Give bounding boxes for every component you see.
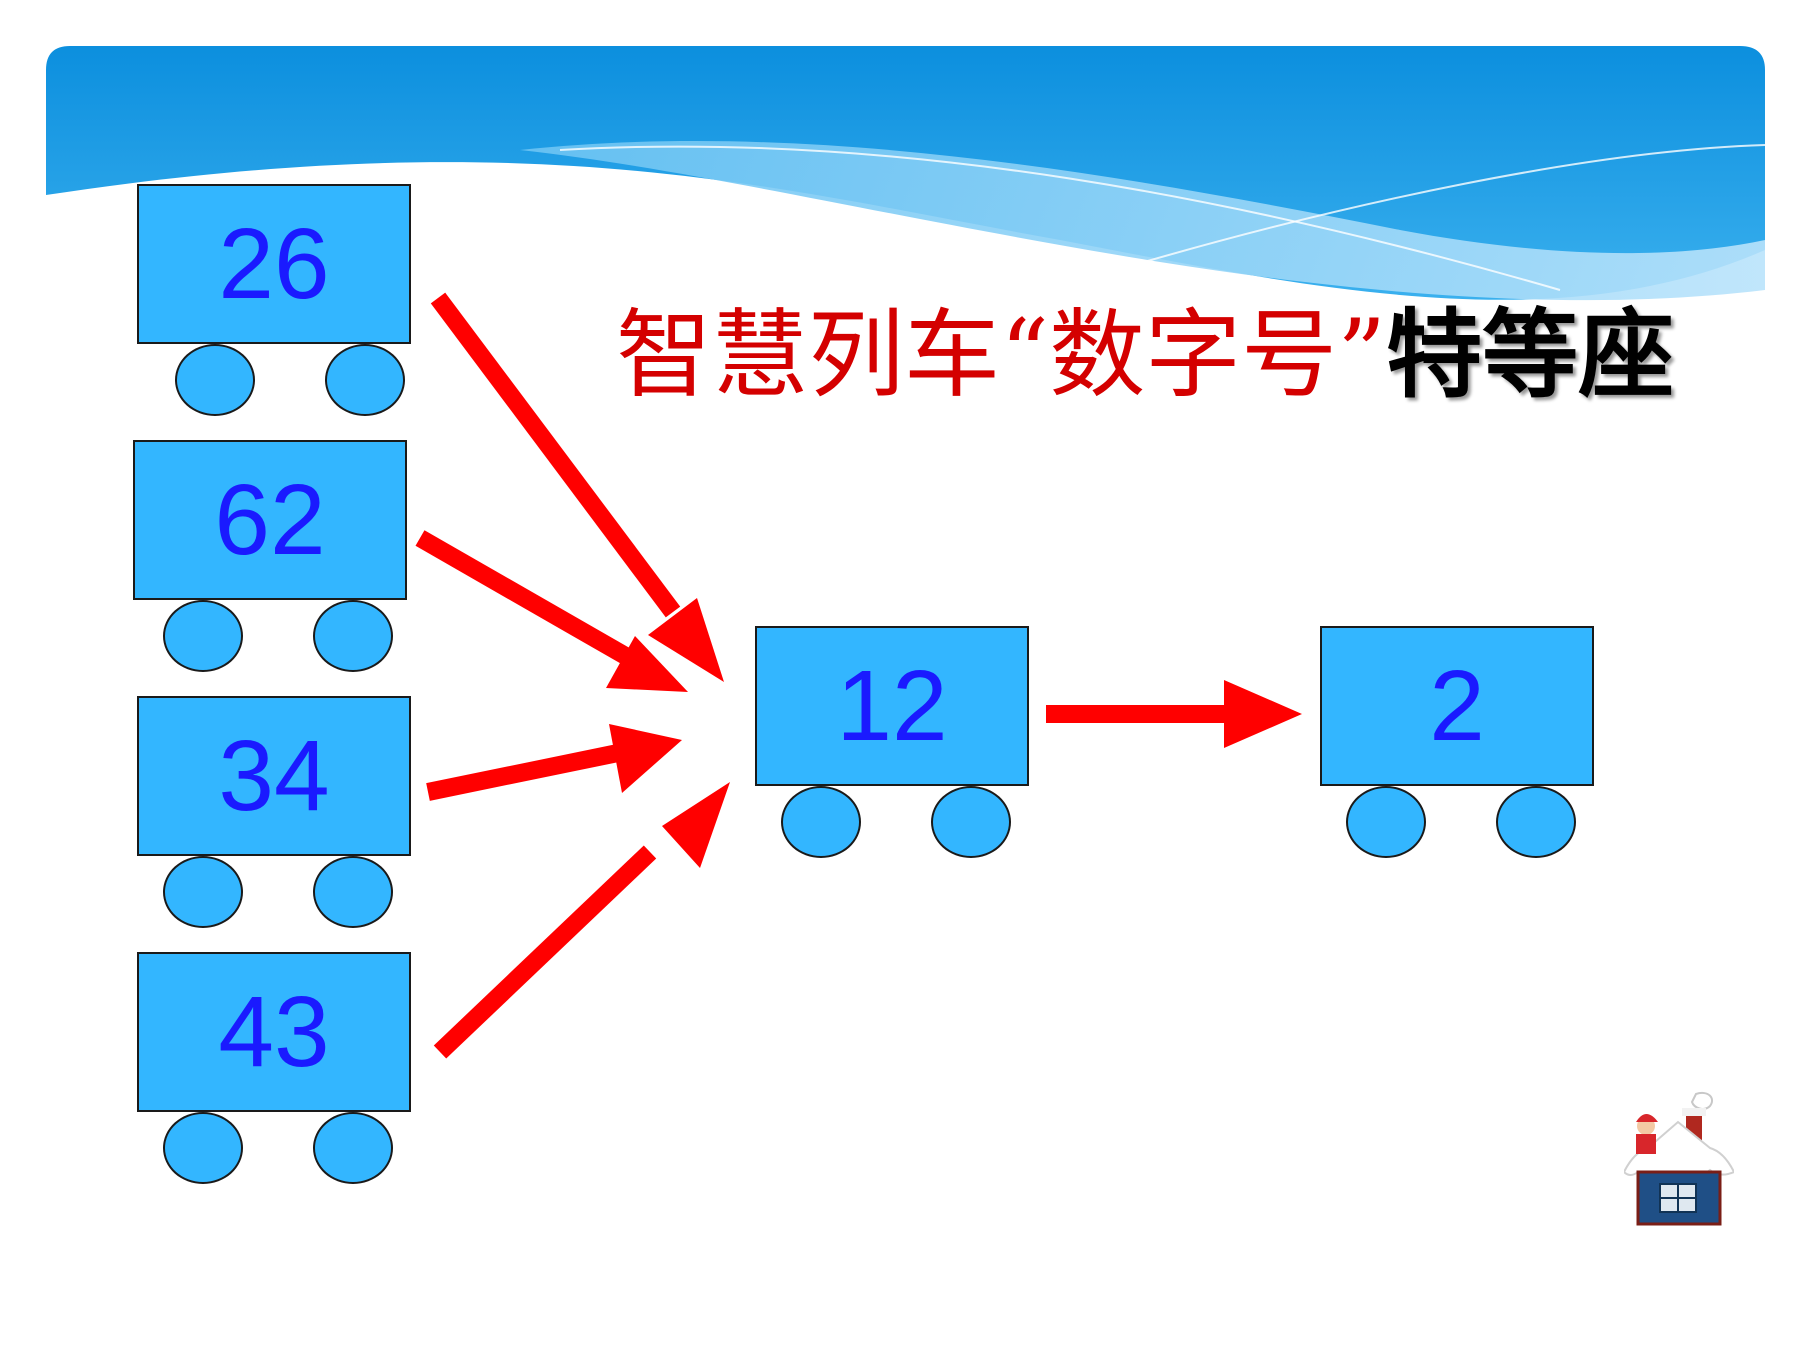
wheel [163, 856, 243, 928]
wheel [163, 1112, 243, 1184]
arrow-62-to-12 [415, 530, 641, 670]
banner-wave [46, 46, 1766, 301]
car-number: 62 [214, 464, 326, 576]
car-number: 2 [1429, 650, 1485, 762]
car-12: 12 [755, 626, 1029, 858]
car-number: 26 [218, 208, 330, 320]
arrow-43-to-12 [433, 845, 657, 1059]
car-43: 43 [137, 952, 411, 1184]
page-title: 智慧列车“数字号”特等座 [616, 300, 1674, 410]
car-body: 34 [137, 696, 411, 856]
car-body: 26 [137, 184, 411, 344]
car-34: 34 [137, 696, 411, 928]
wheel [1346, 786, 1426, 858]
arrowhead-43 [662, 782, 730, 868]
wheel [781, 786, 861, 858]
car-body: 43 [137, 952, 411, 1112]
wheel [313, 1112, 393, 1184]
wheel [175, 344, 255, 416]
arrowhead-12 [1224, 680, 1302, 748]
wheel [313, 600, 393, 672]
car-62: 62 [133, 440, 407, 672]
car-2: 2 [1320, 626, 1594, 858]
arrowhead-26 [648, 598, 724, 682]
house-icon[interactable] [1624, 1088, 1734, 1228]
car-body: 12 [755, 626, 1029, 786]
arrowhead-34 [609, 724, 682, 793]
car-26: 26 [137, 184, 411, 416]
title-highlight: 特等座 [1386, 299, 1675, 411]
wheel [931, 786, 1011, 858]
wheel [325, 344, 405, 416]
car-body: 2 [1320, 626, 1594, 786]
car-body: 62 [133, 440, 407, 600]
wheel [313, 856, 393, 928]
wheel [163, 600, 243, 672]
car-number: 34 [218, 720, 330, 832]
arrowhead-62 [606, 636, 688, 692]
arrow-34-to-12 [426, 744, 620, 801]
car-number: 43 [218, 976, 330, 1088]
wheel [1496, 786, 1576, 858]
title-main: 智慧列车“数字号” [616, 299, 1387, 411]
car-number: 12 [836, 650, 948, 762]
